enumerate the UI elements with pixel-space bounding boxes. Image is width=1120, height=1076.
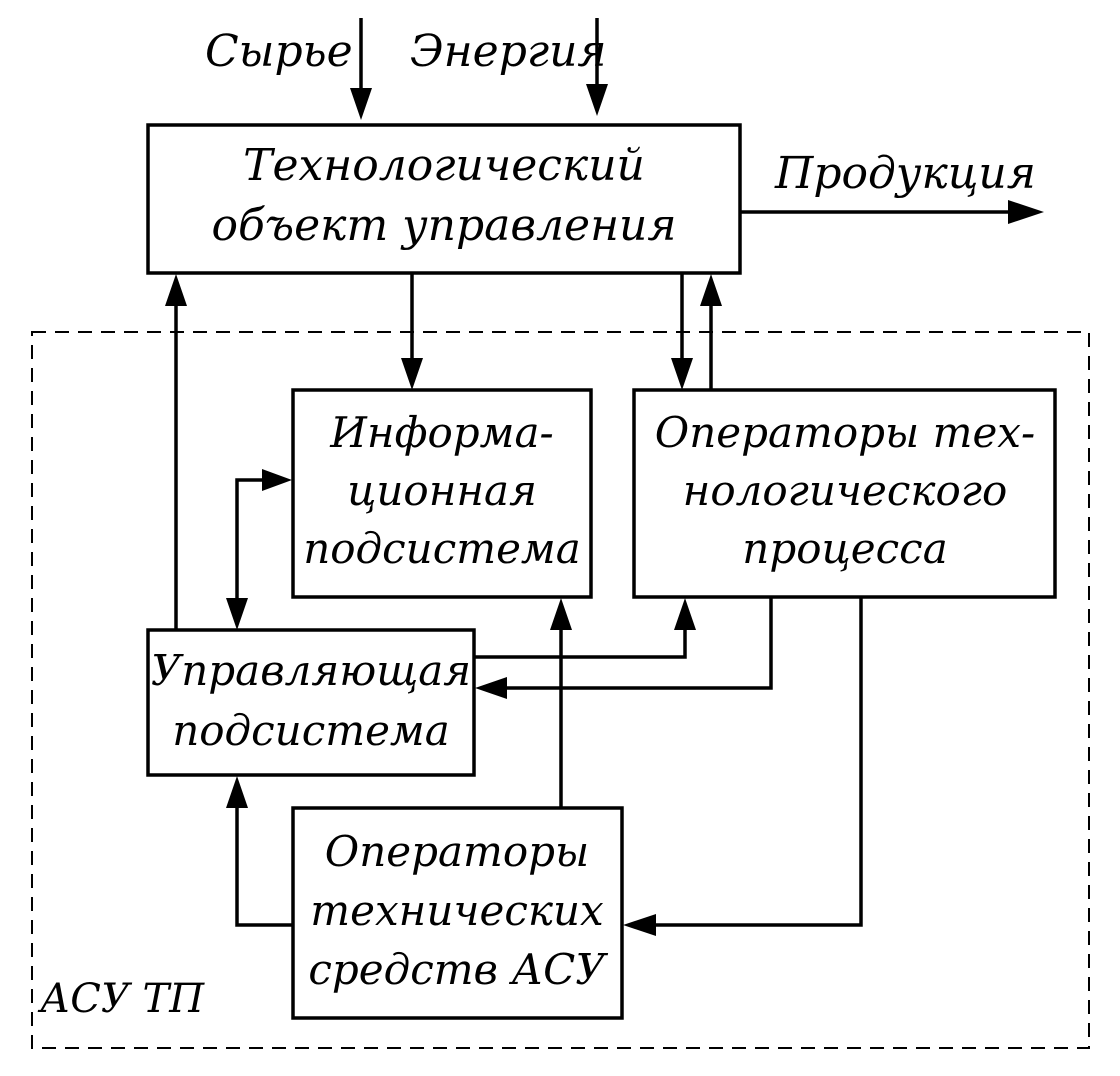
object-block-line-1: Технологический: [243, 140, 645, 191]
info-subsystem-line-1: Информа-: [329, 408, 553, 457]
raw-material-label: Сырье: [205, 26, 353, 77]
energy-label: Энергия: [410, 26, 607, 77]
tech-operators-line-1: Операторы: [325, 827, 589, 876]
control-subsystem-block: Управляющая подсистема: [146, 628, 476, 777]
energy-arrow: [586, 18, 608, 116]
control-to-object-arrow: [165, 274, 187, 630]
raw-material-arrow: [350, 18, 372, 120]
process-operators-line-2: нологического: [683, 466, 1008, 515]
tech-operators-to-info-arrow: [550, 598, 572, 808]
control-subsystem-line-1: Управляющая: [151, 646, 471, 695]
object-to-info-arrow: [401, 273, 423, 390]
tech-operators-line-2: технических: [310, 886, 604, 935]
tech-operators-block: Операторы технических средств АСУ: [291, 806, 624, 1020]
info-subsystem-line-2: ционная: [347, 466, 537, 515]
process-operators-block: Операторы тех- нологического процесса: [632, 388, 1057, 599]
info-subsystem-block: Информа- ционная подсистема: [291, 388, 593, 599]
process-operators-line-3: процесса: [742, 524, 947, 573]
product-label: Продукция: [774, 148, 1036, 199]
asu-tp-boundary: [31, 331, 1090, 1049]
object-block: Технологический объект управления: [146, 123, 742, 275]
tech-operators-line-3: средств АСУ: [308, 945, 608, 994]
operators-to-tech-operators-arrow: [623, 597, 863, 936]
info-subsystem-line-3: подсистема: [303, 524, 581, 573]
control-to-operators-arrow: [474, 598, 696, 659]
info-control-link: [226, 469, 292, 630]
asu-tp-label: АСУ ТП: [37, 976, 205, 1022]
object-to-operators-arrow: [671, 273, 693, 390]
object-block-line-2: объект управления: [211, 200, 676, 251]
operators-to-object-arrow: [700, 274, 722, 390]
control-subsystem-line-2: подсистема: [172, 706, 450, 755]
operators-to-control-arrow: [475, 597, 773, 699]
process-operators-line-1: Операторы тех-: [655, 408, 1035, 457]
product-arrow: [740, 200, 1044, 224]
tech-operators-to-control-arrow: [226, 776, 293, 927]
